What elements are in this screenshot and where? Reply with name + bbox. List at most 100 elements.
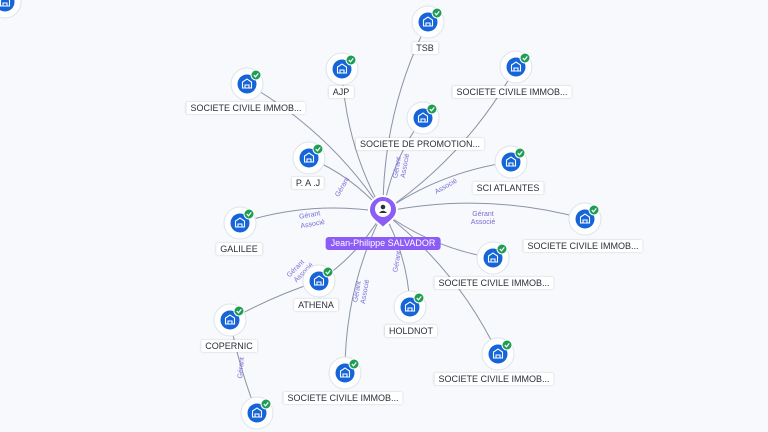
edge-label-paj: Gérant bbox=[334, 176, 351, 198]
building-glyph bbox=[336, 63, 348, 74]
company-label-sci1[interactable]: SOCIETE CIVILE IMMOB... bbox=[186, 102, 306, 114]
company-label-copernic[interactable]: COPERNIC bbox=[201, 340, 257, 352]
edge-label-atlantes: Associé bbox=[434, 177, 459, 195]
company-label-athena[interactable]: ATHENA bbox=[294, 299, 338, 311]
building-icon bbox=[247, 403, 267, 423]
check-glyph bbox=[499, 247, 505, 252]
edge-label-promo: Associé bbox=[400, 153, 411, 178]
edge-label-galilee: Gérant bbox=[299, 210, 321, 221]
company-node-sci3[interactable] bbox=[568, 202, 602, 236]
edge-label-sci3: Gérant bbox=[472, 211, 493, 218]
edge-galilee bbox=[239, 207, 384, 224]
company-node-paj[interactable] bbox=[292, 141, 326, 175]
building-icon bbox=[309, 271, 329, 291]
person-label[interactable]: Jean-Philippe SALVADOR bbox=[325, 237, 441, 250]
company-label-paj[interactable]: P. A .J bbox=[291, 177, 325, 189]
company-label-ajp[interactable]: AJP bbox=[328, 86, 354, 98]
verified-check-icon bbox=[413, 292, 425, 304]
edge-sci3 bbox=[382, 202, 586, 220]
company-label-sci5[interactable]: SOCIETE CIVILE IMMOB... bbox=[283, 392, 403, 404]
building-icon bbox=[332, 59, 352, 79]
company-node-sci1[interactable] bbox=[230, 67, 264, 101]
check-glyph bbox=[351, 362, 357, 367]
verified-check-icon bbox=[426, 103, 438, 115]
company-node-tsb[interactable] bbox=[411, 5, 445, 39]
building-glyph bbox=[313, 275, 325, 286]
company-label-promo[interactable]: SOCIETE DE PROMOTION... bbox=[355, 138, 485, 150]
verified-check-icon bbox=[312, 143, 324, 155]
building-glyph bbox=[339, 367, 351, 378]
edge-labels-layer: GérantGérantAssociéGérantAssociéGérantAs… bbox=[237, 153, 495, 379]
verified-check-icon bbox=[243, 208, 255, 220]
building-glyph bbox=[417, 112, 429, 123]
verified-check-icon bbox=[519, 52, 531, 64]
verified-check-icon bbox=[250, 69, 262, 81]
company-node-promo[interactable] bbox=[406, 101, 440, 135]
edge-sci5 bbox=[344, 211, 384, 374]
person-body bbox=[379, 210, 387, 213]
nodes-layer bbox=[0, 0, 602, 430]
check-glyph bbox=[315, 147, 321, 152]
building-icon bbox=[299, 148, 319, 168]
company-label-holdnot[interactable]: HOLDNOT bbox=[384, 325, 438, 337]
company-node-sci5[interactable] bbox=[328, 356, 362, 390]
edge-label-sci5: Gérant bbox=[352, 281, 363, 303]
company-label-sci4[interactable]: SOCIETE CIVILE IMMOB... bbox=[434, 277, 554, 289]
building-glyph bbox=[234, 217, 246, 228]
check-glyph bbox=[348, 58, 354, 63]
edge-sci6 bbox=[382, 211, 499, 355]
company-label-tsb[interactable]: TSB bbox=[412, 42, 438, 54]
person-node[interactable] bbox=[367, 195, 399, 230]
company-label-galilee[interactable]: GALILEE bbox=[216, 243, 262, 255]
building-icon bbox=[230, 213, 250, 233]
verified-check-icon bbox=[345, 54, 357, 66]
check-glyph bbox=[253, 73, 259, 78]
verified-check-icon bbox=[322, 266, 334, 278]
company-node-ajp[interactable] bbox=[325, 52, 359, 86]
check-glyph bbox=[504, 343, 510, 348]
building-glyph bbox=[487, 252, 499, 263]
edge-label-promo: Gérant bbox=[392, 157, 403, 179]
company-node-galilee[interactable] bbox=[223, 206, 257, 240]
verified-check-icon bbox=[514, 147, 526, 159]
edge-sci1 bbox=[246, 83, 384, 213]
company-node-athena[interactable] bbox=[302, 264, 336, 298]
building-glyph bbox=[224, 314, 236, 325]
company-label-sci2[interactable]: SOCIETE CIVILE IMMOB... bbox=[452, 86, 572, 98]
company-label-sci3[interactable]: SOCIETE CIVILE IMMOB... bbox=[523, 240, 643, 252]
check-glyph bbox=[325, 270, 331, 275]
building-icon bbox=[488, 344, 508, 364]
edge-label-galilee: Associé bbox=[300, 219, 325, 230]
verified-check-icon bbox=[501, 339, 513, 351]
building-glyph bbox=[241, 78, 253, 89]
company-node-copernic[interactable] bbox=[213, 303, 247, 337]
company-label-atlantes[interactable]: SCI ATLANTES bbox=[472, 182, 544, 194]
building-glyph bbox=[303, 152, 315, 163]
company-node-sci6[interactable] bbox=[481, 337, 515, 371]
verified-check-icon bbox=[588, 204, 600, 216]
check-glyph bbox=[236, 309, 242, 314]
building-glyph bbox=[404, 301, 416, 312]
building-icon bbox=[413, 108, 433, 128]
edge-label-holdnot: Gérant bbox=[392, 251, 403, 273]
company-node-sci2[interactable] bbox=[499, 50, 533, 84]
person-head bbox=[380, 204, 386, 210]
company-label-sci6[interactable]: SOCIETE CIVILE IMMOB... bbox=[434, 373, 554, 385]
check-glyph bbox=[517, 151, 523, 156]
company-node-unnamed[interactable] bbox=[240, 396, 274, 430]
building-icon bbox=[237, 74, 257, 94]
company-node-atlantes[interactable] bbox=[494, 145, 528, 179]
check-glyph bbox=[263, 402, 269, 407]
building-icon bbox=[418, 12, 438, 32]
company-node-sci4[interactable] bbox=[476, 241, 510, 275]
edge-label-sci3: Associé bbox=[471, 219, 496, 226]
company-node-holdnot[interactable] bbox=[393, 290, 427, 324]
building-icon bbox=[335, 363, 355, 383]
check-glyph bbox=[522, 56, 528, 61]
building-glyph bbox=[422, 16, 434, 27]
building-glyph bbox=[0, 0, 11, 7]
edges-layer bbox=[229, 21, 586, 414]
building-glyph bbox=[579, 213, 591, 224]
company-node-topleft[interactable] bbox=[0, 0, 22, 19]
